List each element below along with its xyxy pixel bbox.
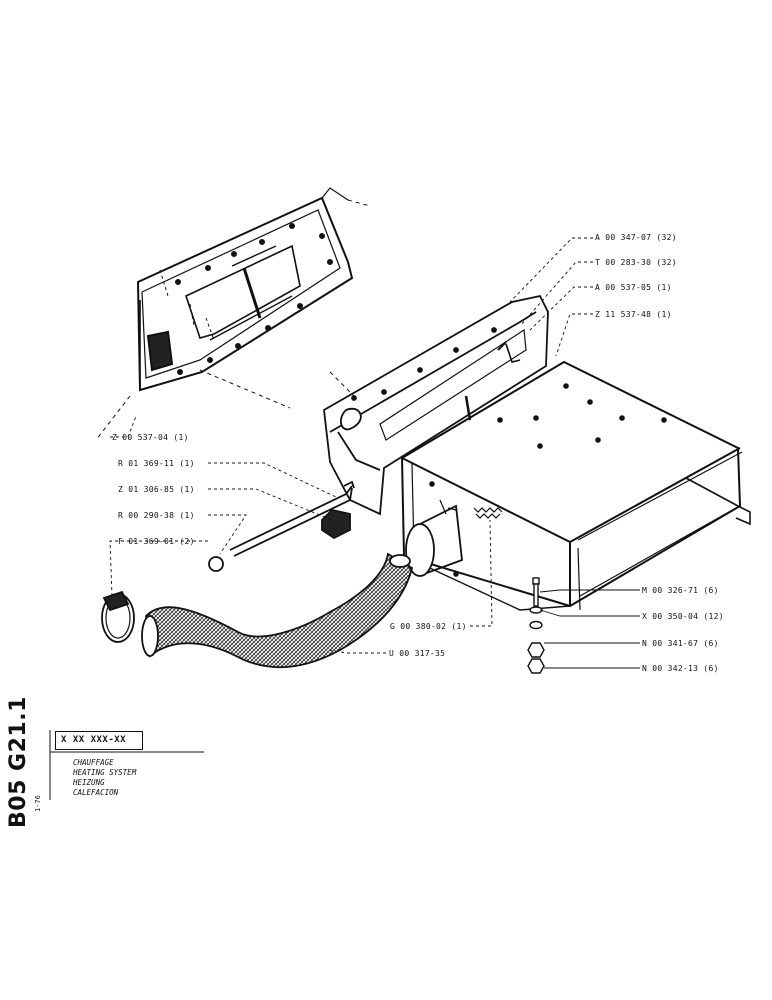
callout-x-00-350-04: X 00 350-04 (12) xyxy=(642,612,724,621)
title-en: HEATING SYSTEM xyxy=(73,768,137,777)
explosion-lines xyxy=(95,199,371,441)
heater-housing-drawing xyxy=(400,360,751,611)
hose-drawing xyxy=(141,552,414,669)
sheet-code: B05 G21.1 xyxy=(6,688,31,828)
fasteners-drawing xyxy=(527,577,545,674)
callout-m-00-326-71: M 00 326-71 (6) xyxy=(642,586,719,595)
callout-r-01-369-11: R 01 369-11 (1) xyxy=(118,459,195,468)
callout-g-00-380-02: G 00 380-02 (1) xyxy=(390,622,467,631)
callout-a-00-537-05: A 00 537-05 (1) xyxy=(595,283,672,292)
callout-z-11-537-48: Z 11 537-48 (1) xyxy=(595,310,672,319)
callout-u-00-317-35: U 00 317-35 xyxy=(389,649,446,658)
spring-drawing xyxy=(473,507,503,519)
sheet-code-text: B05 G21.1 xyxy=(6,696,31,828)
callout-n-00-341-67: N 00 341-67 (6) xyxy=(642,639,719,648)
part-number-box: X XX XXX-XX xyxy=(55,731,143,750)
revision-date: 1-76 xyxy=(34,790,44,820)
title-es: CALEFACION xyxy=(73,788,119,797)
title-fr: CHAUFFAGE xyxy=(73,758,114,767)
callout-n-00-342-13: N 00 342-13 (6) xyxy=(642,664,719,673)
outlet-pipe-drawing xyxy=(405,504,463,577)
callout-f-01-369-01: F 01 369-01 (2) xyxy=(118,537,195,546)
heater-rod-drawing xyxy=(208,480,355,572)
leader-lines xyxy=(109,237,640,669)
title-de: HEIZUNG xyxy=(73,778,105,787)
callout-a-00-347-07: A 00 347-07 (32) xyxy=(595,233,677,242)
callout-r-00-290-38: R 00 290-38 (1) xyxy=(118,511,195,520)
callout-t-00-283-30: T 00 283-30 (32) xyxy=(595,258,677,267)
part-number-placeholder: X XX XXX-XX xyxy=(61,735,127,745)
title-block: CHAUFFAGE HEATING SYSTEM HEIZUNG CALEFAC… xyxy=(73,758,136,798)
revision-date-text: 1-76 xyxy=(34,795,42,812)
hose-clamp-drawing xyxy=(101,590,135,643)
callout-z-00-537-04: Z 00 537-04 (1) xyxy=(112,433,189,442)
callout-z-01-306-85: Z 01 306-85 (1) xyxy=(118,485,195,494)
title-block-lines xyxy=(49,730,204,800)
duct-flange-drawing xyxy=(323,294,549,516)
mounting-plate-drawing xyxy=(136,187,354,392)
